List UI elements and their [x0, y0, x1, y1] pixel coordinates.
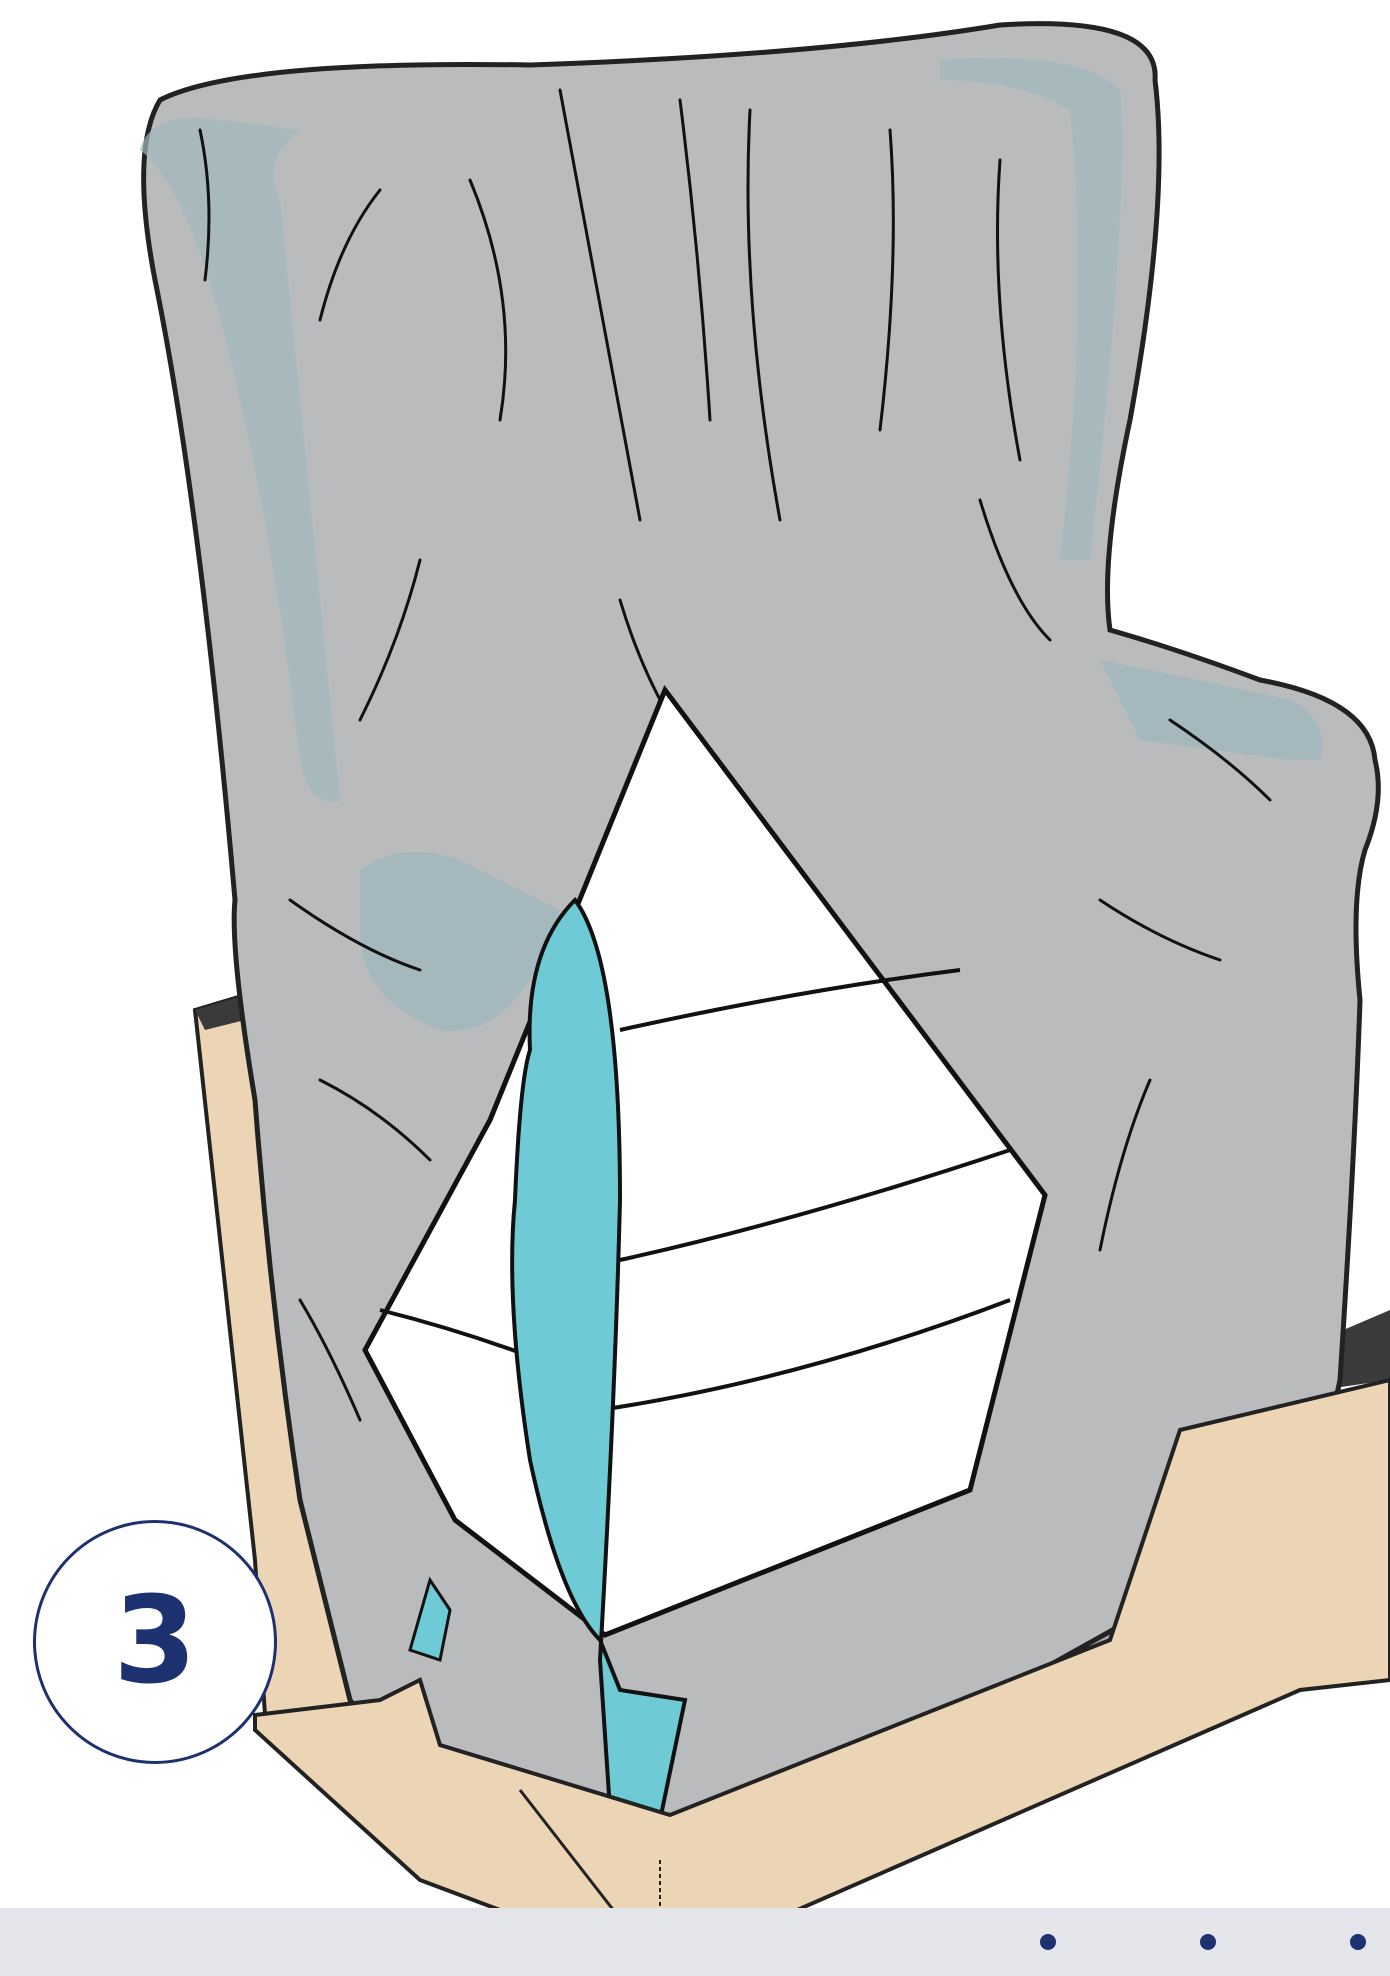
footer-dot	[1040, 1934, 1056, 1950]
step-badge: 3	[33, 1520, 277, 1764]
step-number: 3	[113, 1582, 197, 1702]
footer-strip	[0, 1908, 1390, 1976]
footer-dot	[1350, 1934, 1366, 1950]
footer-dot	[1200, 1934, 1216, 1950]
